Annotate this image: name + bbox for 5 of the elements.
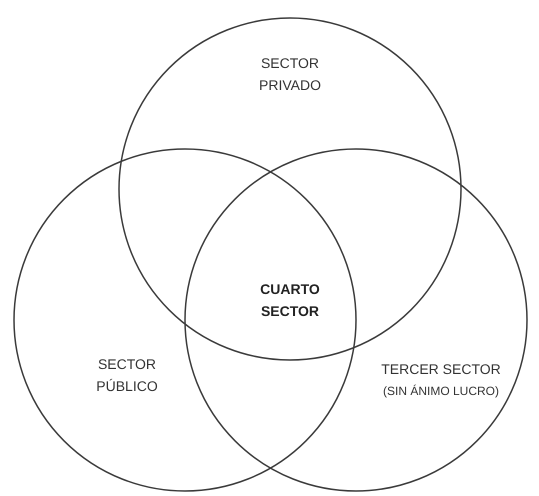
- circle-label: SECTOR PÚBLICO: [95, 355, 159, 396]
- circle-label: SECTOR PRIVADO: [258, 54, 322, 95]
- circle-sublabel: (SIN ÁNIMO LUCRO): [382, 383, 499, 400]
- intersection-label: CUARTO SECTOR: [259, 280, 321, 321]
- circle-label: TERCER SECTOR: [381, 360, 501, 379]
